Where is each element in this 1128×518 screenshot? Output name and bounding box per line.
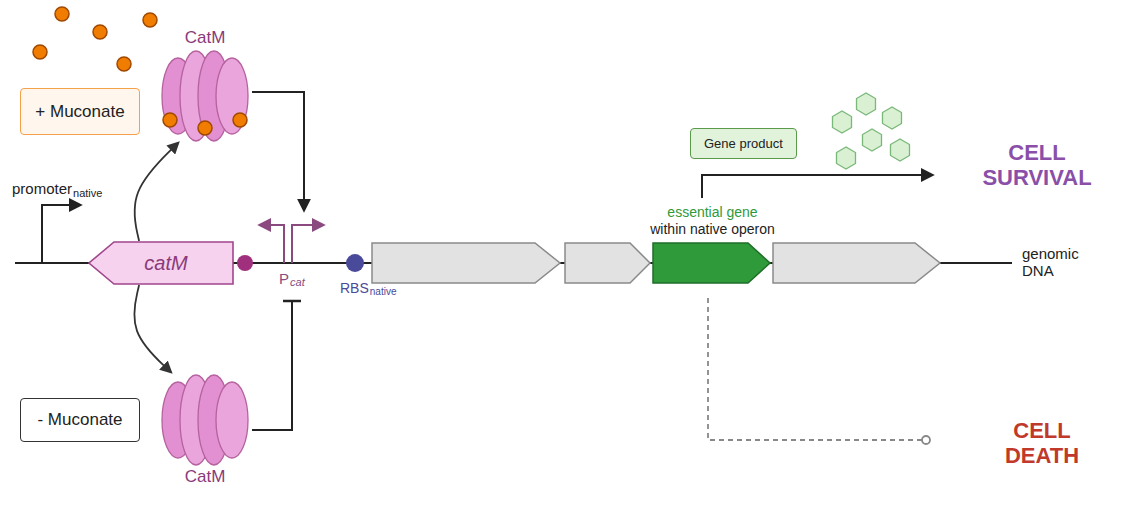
pcat-promoter-left [260,225,284,263]
hexagon-molecule [833,111,852,133]
repression-line [252,301,292,430]
rbs-site [346,254,364,272]
catm-protein: CatM [160,372,250,487]
repression-bar [283,300,301,303]
subscript-label: native [73,187,102,200]
condition-box: + Muconate [20,88,140,135]
hexagon-molecule [891,139,910,161]
subscript-label: cat [290,276,305,289]
annotation-label: promoter [12,180,72,197]
death-path [708,298,922,440]
hexagon-molecule [857,93,876,115]
hexagon-molecule [863,129,882,151]
essential-gene [653,243,770,283]
catm-gene: catM [88,241,234,285]
expression-arrow [702,175,932,198]
operon-gene [372,243,560,283]
expression-arrow [134,285,171,372]
annotation-label: CELL SURVIVAL [972,140,1102,191]
annotation-label: essential gene [630,204,795,220]
gene-product-molecules [833,93,910,169]
box-label: + Muconate [35,102,124,122]
box-label: - Muconate [37,410,122,430]
catm-protein: CatM [160,28,250,143]
muconate-molecules [33,7,179,123]
promoter-arrow [42,205,80,263]
death-path-end [922,436,930,444]
subscript-label: native [370,286,397,298]
protein-name: CatM [185,467,226,487]
annotation-label: P [279,270,289,287]
hexagon-molecule [883,107,902,129]
hexagon-molecule [837,147,856,169]
activation-arrow [252,92,304,210]
protein-shape [160,48,250,143]
annotation-label: RBS [340,280,369,296]
operon-gene [565,243,650,283]
annotation-label: within native operon [620,221,805,237]
condition-box: - Muconate [20,398,140,442]
box-label: Gene product [704,136,783,151]
operator-site [237,255,253,271]
pcat-promoter-right [292,225,323,263]
gene-product-box: Gene product [690,128,797,159]
annotation-label: CELL DEATH [988,418,1096,469]
protein-name: CatM [185,28,226,48]
gene-name: catM [134,252,187,275]
protein-shape [160,372,250,467]
expression-arrow [135,143,178,241]
operon-gene [773,243,940,283]
annotation-label: genomic DNA [1022,245,1102,280]
